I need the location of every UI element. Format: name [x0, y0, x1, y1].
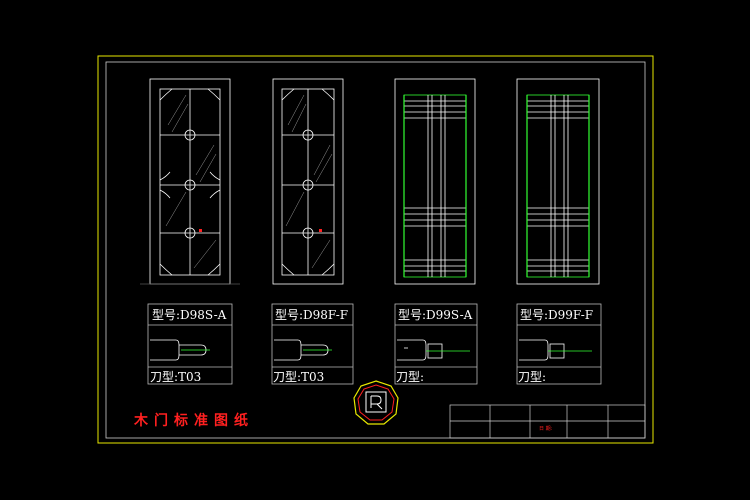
- inner-border: [105, 61, 646, 439]
- door-elevation-d98f-f: [271, 78, 354, 385]
- door-3-knife-label: 刀型:: [396, 370, 425, 384]
- door-elevation-d98s-a: [140, 78, 240, 385]
- door-2-knife-label: 刀型:T03: [273, 370, 325, 384]
- door-1-knife-label: 刀型:T03: [150, 370, 202, 384]
- outer-frame: [97, 55, 654, 444]
- door-4-knife-label: 刀型:: [518, 370, 547, 384]
- door-4-model-label: 型号:D99F-F: [520, 308, 594, 322]
- title-block-cell-e: 日 期:: [539, 426, 553, 432]
- door-3-model-label: 型号:D99S-A: [398, 308, 473, 322]
- door-elevation-d99s-a: [394, 78, 478, 385]
- company-seal-logo: [353, 380, 399, 425]
- door-1-model-label: 型号:D98S-A: [152, 308, 227, 322]
- door-2-model-label: 型号:D98F-F: [275, 308, 349, 322]
- door-elevation-d99f-f: [516, 78, 602, 385]
- drawing-title: 木门标准图纸: [134, 413, 254, 429]
- title-block-grid: [449, 404, 646, 439]
